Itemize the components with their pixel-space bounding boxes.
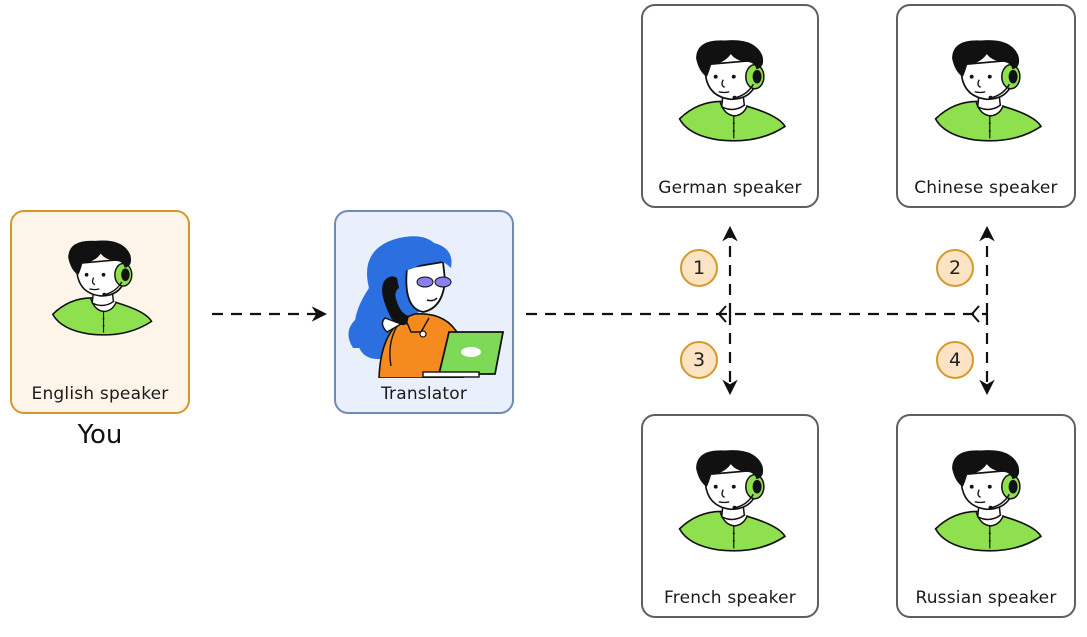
you-label: You [77,420,123,450]
russian-speaker-label: Russian speaker [915,588,1057,608]
french-speaker-card: French speaker [641,414,819,618]
chinese-speaker-label: Chinese speaker [914,178,1058,198]
english-speaker-card: English speaker [10,210,190,414]
french-speaker-label: French speaker [664,588,796,608]
chinese-speaker-card: Chinese speaker [896,4,1076,208]
translator-illustration [348,236,505,378]
russian-speaker-card: Russian speaker [896,414,1076,618]
junction-chevron-1 [717,305,727,323]
step-badge-3: 3 [680,341,718,379]
german-speaker-illustration [678,39,786,142]
step-badge-4: 4 [936,341,974,379]
russian-speaker-illustration [934,449,1042,552]
chinese-speaker-illustration [934,39,1042,142]
french-speaker-illustration [678,449,786,552]
english-speaker-illustration [51,239,153,336]
translator-card: Translator [334,210,514,414]
step-badge-2: 2 [936,249,974,287]
step-badge-1: 1 [680,249,718,287]
junction-chevron-2 [970,305,980,323]
translator-label: Translator [380,384,468,404]
german-speaker-label: German speaker [658,178,802,198]
german-speaker-card: German speaker [641,4,819,208]
english-speaker-label: English speaker [31,384,169,404]
